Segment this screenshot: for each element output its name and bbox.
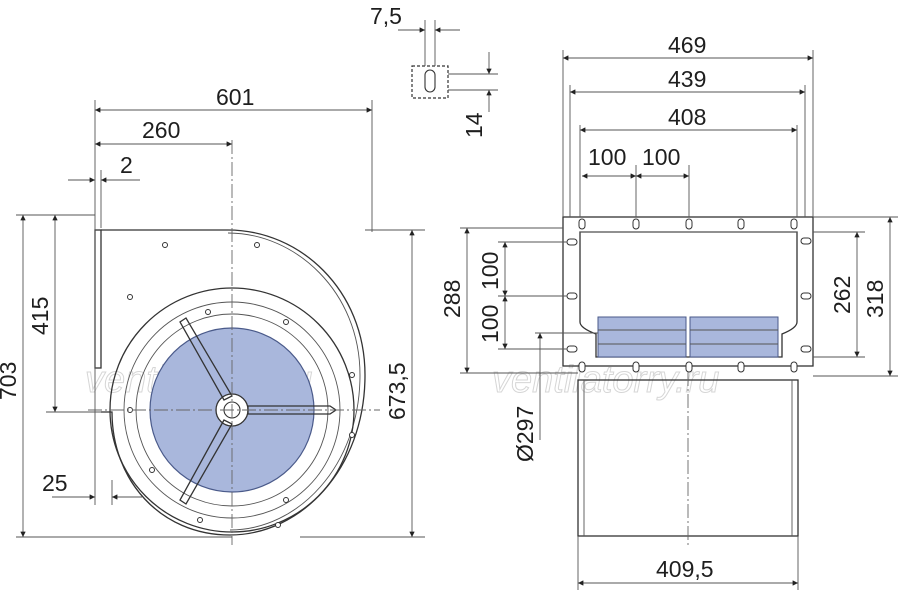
slot-hole (424, 69, 436, 93)
dim-260: 260 (142, 117, 180, 143)
dim-318: 318 (862, 280, 888, 318)
dim-pitch-100-a: 100 (588, 144, 626, 170)
dim-415: 415 (27, 297, 53, 335)
slot-detail: 7,5 14 (370, 3, 498, 138)
spoke-bottom (179, 419, 233, 505)
dim-703: 703 (0, 362, 21, 400)
dim-pitch-v-100-a: 100 (477, 252, 503, 290)
dim-14: 14 (461, 112, 487, 138)
dim-pitch-v-100-b: 100 (477, 305, 503, 343)
dim-439: 439 (668, 66, 706, 92)
dim-288: 288 (439, 280, 465, 318)
side-view: 601 260 2 415 703 673,5 25 (0, 84, 425, 545)
dim-2: 2 (120, 152, 133, 178)
dim-673-5: 673,5 (384, 362, 410, 420)
outlet-flange (94, 229, 102, 369)
spoke-right (247, 405, 338, 415)
front-view: 469 439 408 100 100 288 100 100 Ø297 262… (439, 32, 898, 590)
dim-25: 25 (42, 470, 68, 496)
motor-block-left (597, 316, 687, 358)
motor-block-right (689, 316, 779, 358)
dim-601: 601 (216, 84, 254, 110)
front-opening (579, 231, 798, 358)
dim-469: 469 (668, 32, 706, 58)
spoke-top (179, 317, 233, 401)
dim-diameter-297: Ø297 (512, 406, 538, 462)
dim-7-5: 7,5 (370, 3, 402, 29)
dim-409-5: 409,5 (656, 556, 714, 582)
dim-408: 408 (668, 104, 706, 130)
dim-pitch-100-b: 100 (642, 144, 680, 170)
dim-262: 262 (829, 276, 855, 314)
